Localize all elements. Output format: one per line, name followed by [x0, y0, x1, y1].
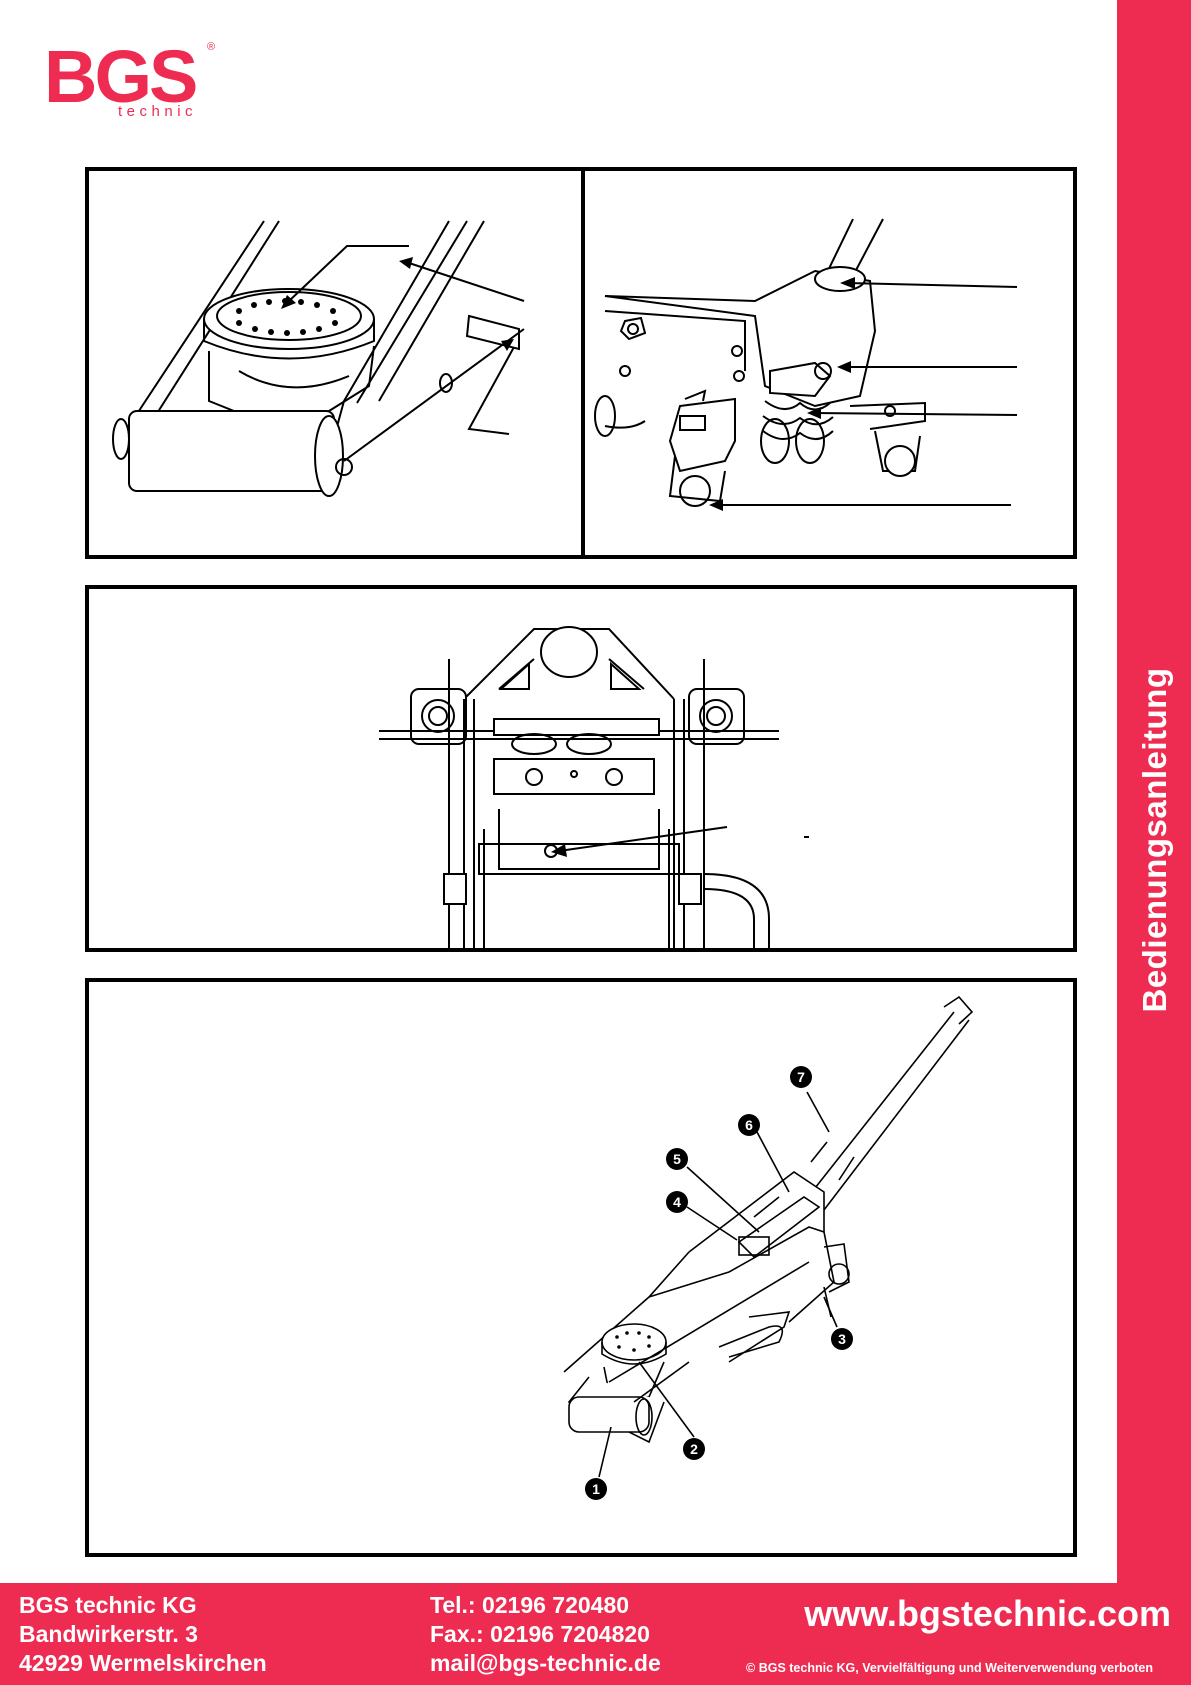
footer-address: BGS technic KG Bandwirkerstr. 3 42929 We…	[19, 1591, 267, 1678]
callout-1: 1	[585, 1478, 607, 1500]
svg-text:3: 3	[838, 1331, 846, 1347]
footer-street: Bandwirkerstr. 3	[19, 1620, 267, 1649]
callout-5: 5	[666, 1148, 688, 1170]
bgs-logo: BGS ® technic	[44, 38, 224, 120]
callout-2: 2	[683, 1438, 705, 1460]
figure-panel-top	[85, 167, 1077, 559]
figure-front-view	[89, 589, 1073, 948]
registered-mark: ®	[207, 41, 215, 53]
svg-text:4: 4	[673, 1194, 681, 1210]
svg-text:6: 6	[745, 1117, 753, 1133]
footer-website-link[interactable]: www.bgstechnic.com	[804, 1593, 1171, 1635]
figure-saddle-roller	[89, 171, 581, 555]
figure-handle-socket	[585, 171, 1073, 555]
footer-fax: Fax.: 02196 7204820	[430, 1620, 661, 1649]
svg-text:5: 5	[673, 1151, 681, 1167]
footer-mail-link[interactable]: mail@bgs-technic.de	[430, 1649, 661, 1678]
figure-panel-middle	[85, 585, 1077, 952]
footer-tel: Tel.: 02196 720480	[430, 1591, 661, 1620]
callout-6: 6	[738, 1114, 760, 1136]
figure-panel-bottom: 1 2 3 4 5 6 7	[85, 978, 1077, 1557]
footer: BGS technic KG Bandwirkerstr. 3 42929 We…	[0, 1583, 1191, 1685]
callout-3: 3	[831, 1328, 853, 1350]
footer-company: BGS technic KG	[19, 1591, 267, 1620]
callout-4: 4	[666, 1191, 688, 1213]
footer-copyright: © BGS technic KG, Vervielfältigung und W…	[746, 1661, 1153, 1675]
logo-subtitle: technic	[118, 103, 197, 120]
footer-contact: Tel.: 02196 720480 Fax.: 02196 7204820 m…	[430, 1591, 661, 1678]
side-label: Bedienungsanleitung	[1136, 667, 1174, 1012]
svg-text:2: 2	[690, 1441, 698, 1457]
callout-badges: 1 2 3 4 5 6 7	[89, 982, 1073, 1553]
svg-text:7: 7	[797, 1069, 805, 1085]
svg-text:1: 1	[592, 1481, 600, 1497]
callout-7: 7	[790, 1066, 812, 1088]
footer-city: 42929 Wermelskirchen	[19, 1649, 267, 1678]
